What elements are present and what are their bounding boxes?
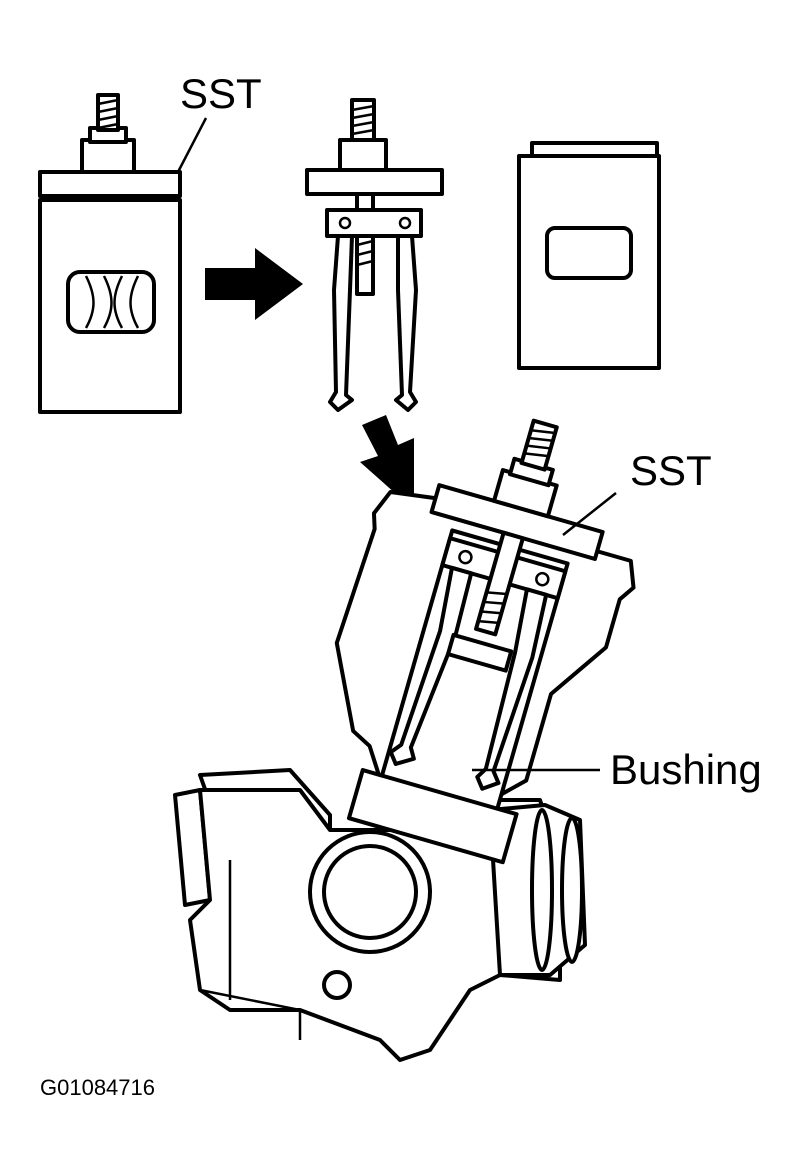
step3-empty-housing (517, 141, 661, 370)
step1-housing-with-sst (38, 93, 182, 414)
right-arrow-icon (205, 248, 303, 320)
figure-id: G01084716 (40, 1075, 155, 1100)
step2-sst-puller (305, 98, 444, 412)
sst-top-label: SST (180, 70, 262, 117)
sst-puller-installed (334, 418, 636, 865)
down-arrow-icon (360, 415, 414, 510)
sst-right-label: SST (630, 447, 712, 494)
bushing-label: Bushing (610, 746, 762, 793)
sst-right-leader (562, 492, 617, 536)
sst-top-leader (176, 117, 208, 173)
rack-housing (173, 768, 587, 1062)
